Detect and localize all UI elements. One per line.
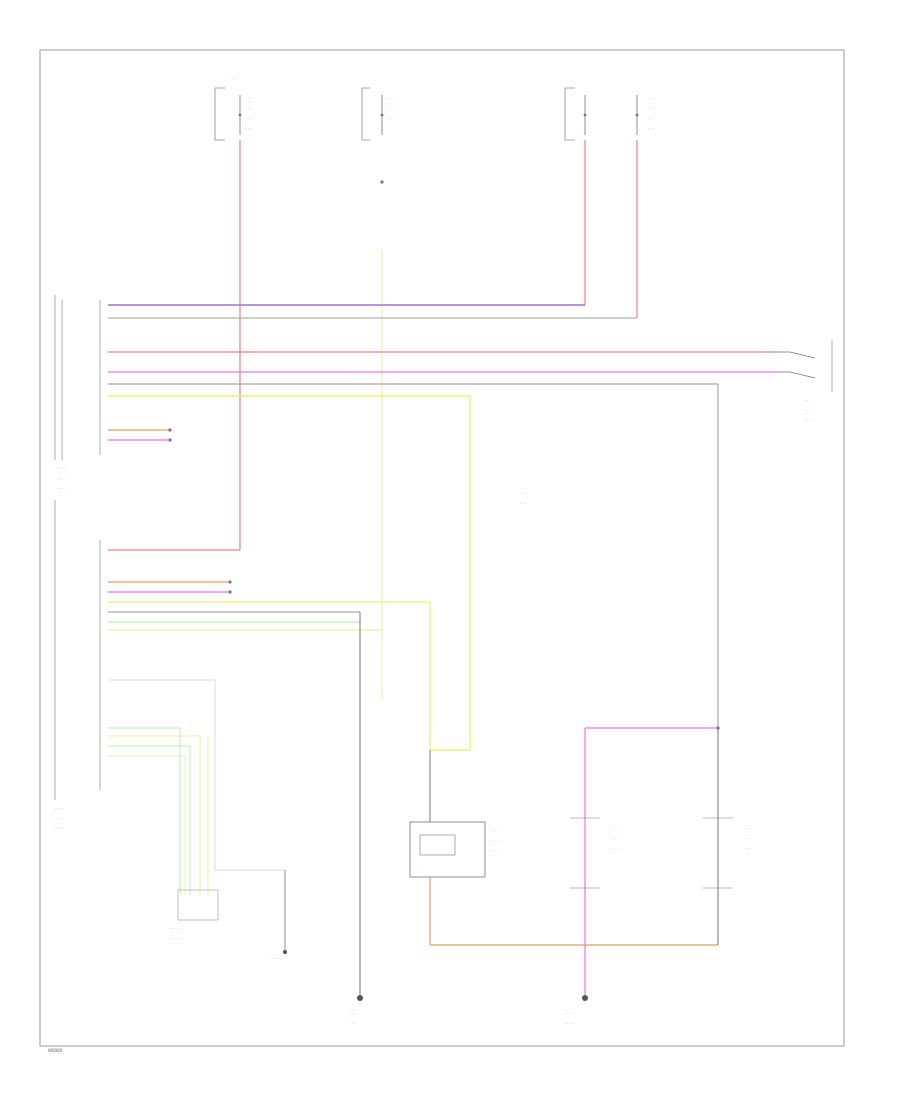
svg-text:· · · ·: · · · · xyxy=(565,1022,573,1026)
svg-text:· · ·: · · · xyxy=(350,1012,356,1016)
svg-text:· · ·: · · · xyxy=(230,77,236,81)
ground-left: · · · · · · xyxy=(350,995,363,1026)
svg-text:· · ·: · · · xyxy=(648,117,654,121)
svg-text:· · ·: · · · xyxy=(350,1022,356,1026)
relay-box xyxy=(409,821,486,878)
svg-text:· · · ·: · · · · xyxy=(58,477,66,481)
svg-text:· · ·: · · · xyxy=(612,847,618,851)
svg-text:· · ·: · · · xyxy=(492,839,498,843)
svg-text:· · ·: · · · xyxy=(805,409,811,413)
connector-lower: · · · · · · · · · · · · xyxy=(54,500,101,831)
svg-text:· · ·: · · · xyxy=(246,127,252,131)
svg-text:· · ·: · · · xyxy=(388,97,394,101)
lateral-sensor-connector xyxy=(177,889,219,921)
svg-text:· · ·: · · · xyxy=(745,837,751,841)
fuse-block-middle: · · · · · · · · · xyxy=(361,87,394,141)
svg-text:· · ·: · · · xyxy=(805,419,811,423)
right-lamp: · · · · · · · · · xyxy=(703,817,751,889)
svg-text:· · · ·: · · · · xyxy=(55,817,63,821)
fuse-block-right: · · · · · · · · · · · · xyxy=(564,87,654,141)
svg-text:· · ·: · · · xyxy=(520,492,526,496)
svg-text:· · · ·: · · · · xyxy=(270,957,278,961)
svg-text:· · ·: · · · xyxy=(388,107,394,111)
svg-text:· · ·: · · · xyxy=(246,107,252,111)
svg-text:· · ·: · · · xyxy=(246,97,252,101)
svg-text:· · ·: · · · xyxy=(648,97,654,101)
svg-text:· · ·: · · · xyxy=(648,127,654,131)
svg-text:· · ·: · · · xyxy=(492,829,498,833)
svg-text:· · ·: · · · xyxy=(520,502,526,506)
svg-text:· · ·: · · · xyxy=(745,847,751,851)
svg-text:· · · ·: · · · · xyxy=(565,1012,573,1016)
svg-text:· · ·: · · · xyxy=(492,849,498,853)
figure-id: W0000 xyxy=(48,1048,63,1053)
brake-switch: · · · · · · · · · xyxy=(775,340,833,423)
svg-text:· · · · ·: · · · · · xyxy=(170,927,180,931)
svg-text:· · ·: · · · xyxy=(612,837,618,841)
fuse-block-left: · · · · · · · · · · · · · · · xyxy=(214,77,252,141)
svg-text:· · · · ·: · · · · · xyxy=(170,937,180,941)
svg-text:· · · ·: · · · · xyxy=(55,807,63,811)
svg-text:· · · ·: · · · · xyxy=(55,827,63,831)
svg-text:· · · ·: · · · · xyxy=(58,487,66,491)
left-lamp: · · · · · · · · · xyxy=(570,817,618,889)
svg-text:· · ·: · · · xyxy=(805,399,811,403)
ground-right: · · · · · · · · xyxy=(565,995,588,1026)
connector-upper: · · · · · · · · · · · · xyxy=(54,295,101,491)
diagram-border xyxy=(39,49,845,1047)
svg-text:· · · ·: · · · · xyxy=(58,467,66,471)
svg-text:· · ·: · · · xyxy=(246,117,252,121)
svg-text:· · ·: · · · xyxy=(612,827,618,831)
svg-text:· · ·: · · · xyxy=(388,117,394,121)
svg-text:· · ·: · · · xyxy=(745,827,751,831)
svg-text:· · ·: · · · xyxy=(648,107,654,111)
